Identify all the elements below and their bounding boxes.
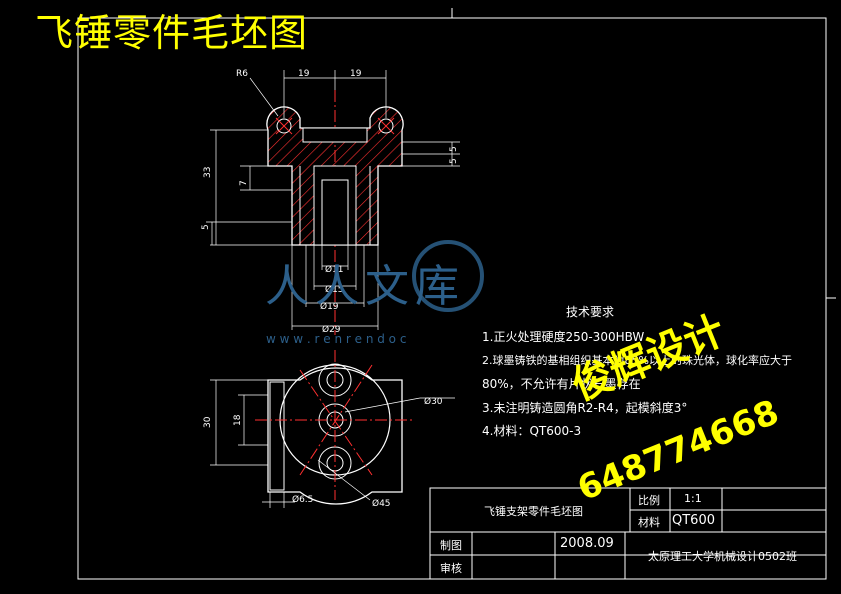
top-view: 30 18 Ø30 Ø6.5 Ø45 bbox=[203, 350, 455, 509]
page-title: 飞锤零件毛坯图 bbox=[35, 11, 309, 55]
inner-bore bbox=[321, 179, 349, 246]
dim-33: 33 bbox=[203, 167, 213, 178]
dim-d15: Ø15 bbox=[325, 284, 344, 295]
dim-30: 30 bbox=[203, 416, 213, 428]
title-block-grid bbox=[429, 487, 827, 580]
dim-19-left: 19 bbox=[298, 69, 310, 79]
dim-d45: Ø45 bbox=[372, 498, 391, 509]
site-url-text: w w w . r e n r e n d o c bbox=[266, 332, 407, 346]
center-line-diag bbox=[299, 369, 373, 476]
scale-value: 1:1 bbox=[684, 492, 702, 505]
d45-leader bbox=[317, 459, 371, 501]
tech-item: 1.正火处理硬度250-300HBW bbox=[482, 330, 645, 344]
date-value: 2008.09 bbox=[560, 536, 614, 551]
part-name: 飞锤支架零件毛坯图 bbox=[484, 505, 583, 518]
ear-hole-cross bbox=[275, 117, 293, 135]
material-value: QT600 bbox=[672, 513, 715, 528]
top-slot bbox=[302, 127, 368, 143]
checked-label: 审核 bbox=[440, 562, 462, 575]
tech-item: 80%，不允许有片状石墨存在 bbox=[482, 377, 641, 391]
dim-5-right-a: 5 bbox=[449, 146, 459, 152]
tech-item: 2.球墨铸铁的基相组织基本为85%以上的珠光体，球化率应大于 bbox=[482, 354, 792, 367]
tech-item: 4.材料：QT600-3 bbox=[482, 424, 582, 438]
dim-5: 5 bbox=[201, 224, 211, 230]
site-logo-circle bbox=[412, 240, 484, 312]
dim-r6: R6 bbox=[236, 69, 248, 79]
school-name: 太原理工大学机械设计0502班 bbox=[648, 550, 797, 563]
dim-18: 18 bbox=[233, 414, 243, 426]
r6-leader bbox=[249, 77, 279, 117]
tech-item: 3.未注明铸造圆角R2-R4，起模斜度3° bbox=[482, 401, 688, 415]
dim-d11: Ø11 bbox=[325, 264, 344, 275]
top-view-outline bbox=[267, 367, 403, 505]
center-line-diag bbox=[299, 364, 373, 476]
material-label: 材料 bbox=[638, 516, 660, 529]
dim-d19: Ø19 bbox=[320, 301, 339, 312]
ear-hole-cross bbox=[377, 117, 395, 135]
front-section-view: R6 19 19 33 7 5 5 5 Ø11 Ø15 Ø19 Ø29 bbox=[201, 69, 460, 335]
site-logo-text: 人人文库 bbox=[265, 261, 465, 312]
scale-label: 比例 bbox=[638, 494, 660, 507]
dim-19-right: 19 bbox=[350, 69, 362, 79]
dim-d30: Ø30 bbox=[424, 396, 443, 407]
dim-d29: Ø29 bbox=[322, 324, 341, 335]
drawn-label: 制图 bbox=[440, 539, 462, 552]
dim-7: 7 bbox=[239, 180, 249, 186]
d30-leader bbox=[344, 397, 421, 413]
top-view-slot-left bbox=[269, 381, 285, 491]
dim-d6-5: Ø6.5 bbox=[292, 494, 313, 505]
tech-requirements-heading: 技术要求 bbox=[566, 305, 615, 319]
dim-5-right-b: 5 bbox=[449, 158, 459, 164]
